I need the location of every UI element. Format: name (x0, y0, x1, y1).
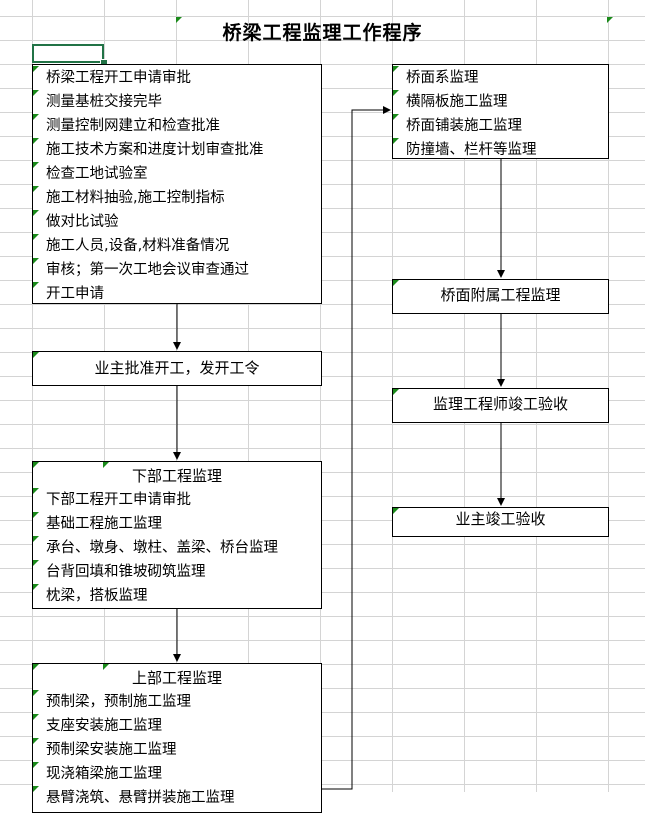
deck-system-item: 防撞墙、栏杆等监理 (393, 138, 608, 162)
cell-marker (33, 714, 39, 720)
owner-start-label: 业主批准开工，发开工令 (94, 359, 260, 377)
cell-marker (33, 738, 39, 744)
cell-marker (33, 584, 39, 590)
deck-system-item: 横隔板施工监理 (393, 90, 608, 114)
cell-marker (33, 66, 39, 72)
deck-attached-label: 桥面附属工程监理 (440, 286, 561, 304)
lower-structure-item: 承台、墩身、墩柱、盖梁、桥台监理 (33, 536, 321, 560)
lower-structure-heading: 下部工程监理 (131, 467, 222, 485)
owner-start-box: 业主批准开工，发开工令 (32, 351, 322, 386)
cell-marker (393, 114, 399, 120)
cell-marker (33, 762, 39, 768)
upper-structure-item: 预制梁安装施工监理 (33, 738, 321, 762)
cell-marker (33, 114, 39, 120)
deck-system-item: 桥面铺装施工监理 (393, 114, 608, 138)
lower-structure-box: 下部工程监理 下部工程开工申请审批基础工程施工监理承台、墩身、墩柱、盖梁、桥台监… (32, 461, 322, 609)
lower-structure-item: 枕梁，搭板监理 (33, 584, 321, 608)
upper-structure-item: 悬臂浇筑、悬臂拼装施工监理 (33, 786, 321, 810)
deck-attached-box: 桥面附属工程监理 (392, 279, 609, 314)
engineer-completion-box: 监理工程师竣工验收 (392, 388, 609, 423)
deck-system-item: 桥面系监理 (393, 66, 608, 90)
cell-marker (33, 512, 39, 518)
engineer-completion-label: 监理工程师竣工验收 (432, 395, 568, 413)
lower-structure-item: 基础工程施工监理 (33, 512, 321, 536)
lower-structure-list: 下部工程开工申请审批基础工程施工监理承台、墩身、墩柱、盖梁、桥台监理台背回填和锥… (33, 488, 321, 608)
cell-marker (33, 234, 39, 240)
cell-marker (33, 560, 39, 566)
deck-system-box: 桥面系监理横隔板施工监理桥面铺装施工监理防撞墙、栏杆等监理 (392, 64, 609, 159)
cell-marker (33, 536, 39, 542)
pre-construction-item: 桥梁工程开工申请审批 (33, 66, 321, 90)
cell-marker (33, 90, 39, 96)
deck-system-list: 桥面系监理横隔板施工监理桥面铺装施工监理防撞墙、栏杆等监理 (393, 66, 608, 162)
cell-marker (176, 17, 182, 23)
cell-marker (33, 786, 39, 792)
owner-accept-label: 业主竣工验收 (455, 510, 546, 528)
pre-construction-item: 审核；第一次工地会议审查通过 (33, 258, 321, 282)
pre-construction-item: 施工人员,设备,材料准备情况 (33, 234, 321, 258)
cell-marker (33, 282, 39, 288)
cell-marker (33, 488, 39, 494)
cell-marker (607, 17, 613, 23)
upper-structure-item: 预制梁，预制施工监理 (33, 690, 321, 714)
lower-structure-item: 下部工程开工申请审批 (33, 488, 321, 512)
pre-construction-box: 桥梁工程开工申请审批测量基桩交接完毕测量控制网建立和检查批准施工技术方案和进度计… (32, 64, 322, 304)
pre-construction-item: 施工材料抽验,施工控制指标 (33, 186, 321, 210)
pre-construction-item: 测量控制网建立和检查批准 (33, 114, 321, 138)
upper-structure-item: 现浇箱梁施工监理 (33, 762, 321, 786)
pre-construction-item: 测量基桩交接完毕 (33, 90, 321, 114)
pre-construction-item: 做对比试验 (33, 210, 321, 234)
cell-marker (33, 690, 39, 696)
upper-structure-heading: 上部工程监理 (131, 669, 222, 687)
cell-marker (33, 186, 39, 192)
selected-cell[interactable] (32, 44, 104, 63)
upper-structure-list: 预制梁，预制施工监理支座安装施工监理预制梁安装施工监理现浇箱梁施工监理悬臂浇筑、… (33, 690, 321, 810)
pre-construction-item: 开工申请 (33, 282, 321, 306)
upper-structure-box: 上部工程监理 预制梁，预制施工监理支座安装施工监理预制梁安装施工监理现浇箱梁施工… (32, 663, 322, 813)
lower-structure-item: 台背回填和锥坡砌筑监理 (33, 560, 321, 584)
pre-construction-item: 检查工地试验室 (33, 162, 321, 186)
page-title: 桥梁工程监理工作程序 (222, 22, 423, 44)
cell-marker (393, 66, 399, 72)
cell-marker (33, 162, 39, 168)
cell-marker (33, 258, 39, 264)
cell-marker (33, 138, 39, 144)
upper-structure-item: 支座安装施工监理 (33, 714, 321, 738)
cell-marker (393, 138, 399, 144)
pre-construction-item: 施工技术方案和进度计划审查批准 (33, 138, 321, 162)
pre-construction-list: 桥梁工程开工申请审批测量基桩交接完毕测量控制网建立和检查批准施工技术方案和进度计… (33, 66, 321, 306)
owner-accept-box: 业主竣工验收 (392, 507, 609, 537)
cell-marker (393, 90, 399, 96)
cell-marker (33, 210, 39, 216)
